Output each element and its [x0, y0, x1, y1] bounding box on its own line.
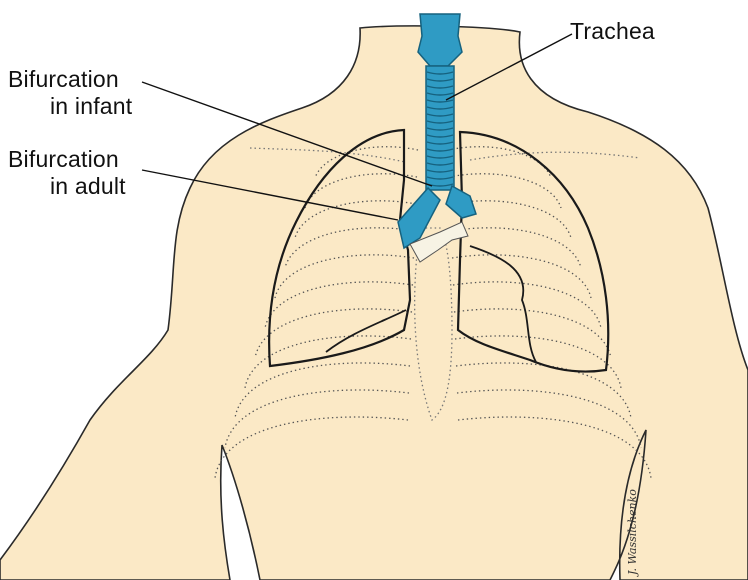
trachea-label: Trachea: [570, 18, 655, 45]
bifurcation-adult-line1: Bifurcation: [8, 146, 126, 173]
larynx: [418, 14, 462, 66]
bifurcation-infant-label: Bifurcation in infant: [8, 66, 132, 120]
bifurcation-infant-line1: Bifurcation: [8, 66, 132, 93]
bifurcation-adult-label: Bifurcation in adult: [8, 146, 126, 200]
bifurcation-infant-line2: in infant: [8, 93, 132, 120]
artist-signature: J. Wassilchenko: [626, 489, 639, 575]
bifurcation-adult-line2: in adult: [8, 173, 126, 200]
